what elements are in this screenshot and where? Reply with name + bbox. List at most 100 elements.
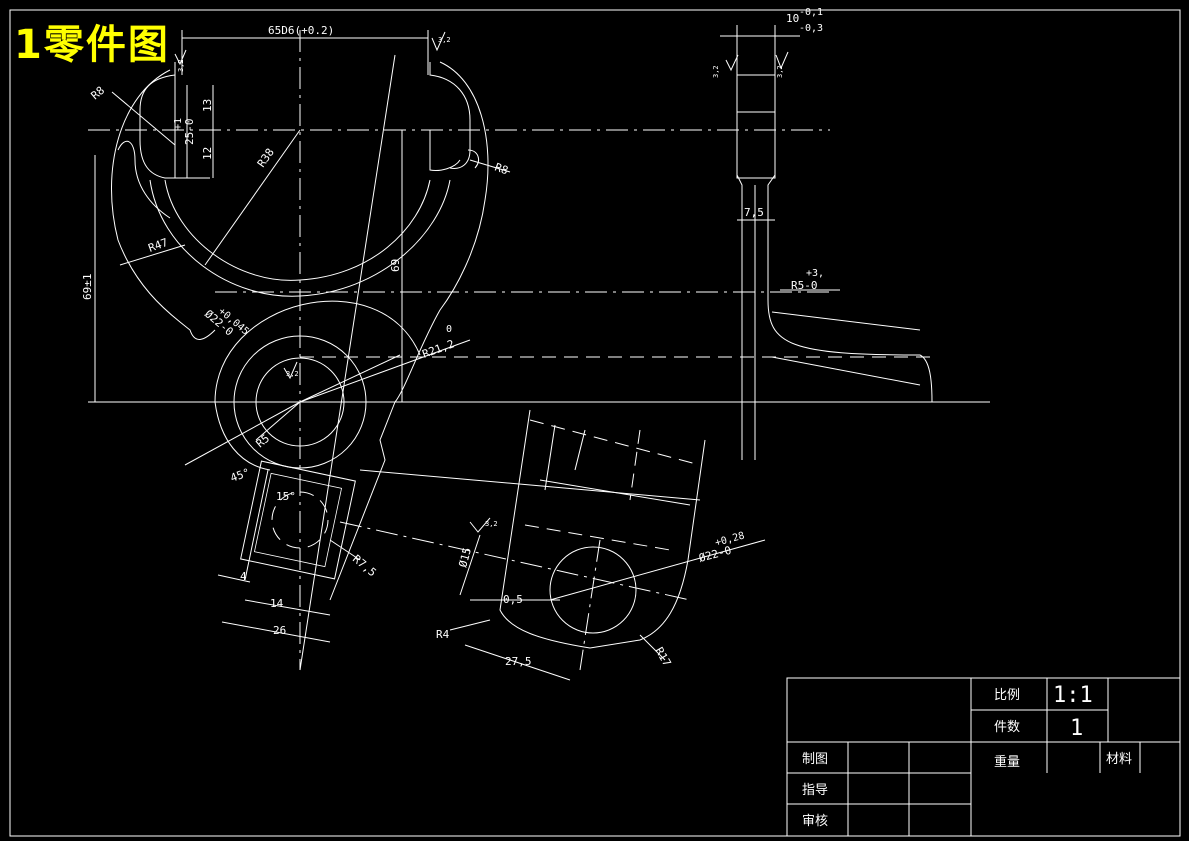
leader-r7-5 (329, 539, 361, 561)
dim-4 (217, 574, 251, 583)
dim-text-15deg: 15° (276, 490, 296, 503)
dim-text-45: 45° (229, 466, 252, 485)
dim-text-69-mid: 69 (389, 259, 402, 272)
fork-prong-right (429, 62, 471, 169)
section-outline (499, 409, 706, 649)
material-label: 材料 (1106, 752, 1132, 767)
leader-bore22b (549, 539, 766, 601)
line-to-bore (299, 354, 401, 403)
dim-26 (221, 621, 331, 643)
roughness-symbol-e (469, 517, 491, 533)
fork-r8 (467, 149, 479, 169)
rough-text-a: 3,2 (438, 36, 451, 44)
dim-text-69-left: 69±1 (81, 274, 94, 301)
side-taper (771, 311, 921, 331)
leader-r8-left (111, 91, 176, 146)
finger-slot (240, 460, 356, 580)
section-slash-1 (544, 424, 556, 491)
section-dim-27-5 (464, 644, 571, 681)
fork-prong-right-inner (429, 130, 461, 171)
roughness-symbol-b (725, 54, 739, 72)
dim-text-r5b: R5 (254, 432, 273, 450)
section-top-line (529, 419, 701, 466)
arm-left (244, 469, 269, 581)
arm-right (329, 401, 396, 601)
section-dim-15 (459, 534, 481, 596)
count-label: 件数 (994, 720, 1020, 735)
bore-circle (255, 357, 345, 447)
section-centerline-2 (579, 539, 601, 671)
line-45 (184, 401, 301, 466)
dim-text-r8-right: R8 (493, 161, 510, 178)
scale-value: 1:1 (1053, 683, 1093, 708)
dim-text-r5: R5-0 (791, 279, 818, 292)
rough-text-f: 3,2 (177, 59, 185, 72)
roughness-symbol-a (431, 31, 446, 52)
rough-text-c: 3,2 (776, 65, 784, 78)
dim-text-r8-left: R8 (89, 84, 108, 102)
dim-text-r4: R4 (436, 628, 450, 641)
leader-r5 (255, 401, 301, 441)
section-centerline (339, 521, 691, 601)
section-slash-2 (629, 429, 641, 501)
dim-text-26: 26 (273, 624, 286, 637)
side-taper-2 (771, 356, 921, 386)
dim-text-13: 13 (201, 99, 214, 112)
dim-text-r38: R38 (255, 146, 277, 170)
leader-r4 (449, 619, 491, 631)
dim-text-tol-top: 10 (786, 12, 799, 25)
finger-hole (271, 491, 329, 549)
side-view-slot (736, 111, 776, 179)
weight-label: 重量 (994, 754, 1020, 770)
dim-text-top-width: 65D6(+0.2) (268, 24, 334, 37)
section-line-2 (524, 524, 671, 551)
dim-text-bore22b: Ø22-0 (697, 544, 732, 565)
dim-text-25: 25-0 (183, 119, 196, 146)
section-slash-3 (574, 429, 586, 471)
drawing-title: 1零件图 (14, 22, 170, 68)
dim-text-d15: Ø15 (456, 546, 474, 569)
dim-14 (244, 599, 331, 616)
leader-r8-right (469, 159, 511, 173)
side-view-upper (737, 74, 933, 403)
count-value: 1 (1070, 716, 1083, 741)
hub-circle (233, 335, 367, 469)
fork-outer-left (111, 69, 216, 340)
diagonal-construction-2 (204, 129, 301, 266)
dim-text-14: 14 (270, 597, 284, 610)
fork-slot-arc (164, 179, 431, 281)
diagonal-construction (299, 54, 396, 671)
section-bore (549, 546, 637, 634)
dim-text-r5-tol: +3, (806, 268, 824, 279)
line-to-r21 (299, 339, 471, 403)
link-line (359, 469, 701, 501)
dim-text-tol-sup: -0,1 (799, 7, 823, 18)
rough-text-d: 3,2 (286, 370, 299, 378)
leader-r47 (119, 244, 186, 266)
finger-slot-inner (253, 472, 343, 568)
title-block (786, 677, 1181, 837)
fork-prong-left-inner (117, 140, 171, 219)
rough-text-e: 3,2 (485, 520, 498, 528)
scale-label: 比例 (994, 688, 1020, 703)
fork-slot-arc-inner (149, 179, 451, 297)
draw-label: 制图 (802, 752, 828, 767)
review-label: 审核 (802, 814, 828, 829)
dim-text-plus1: +1 (173, 118, 184, 130)
hub-lower-arc (214, 401, 271, 471)
leader-r17 (639, 634, 666, 661)
hub-outer-arc (214, 300, 421, 403)
dim-text-r17: R17 (652, 645, 673, 669)
drawing-frame (9, 9, 1181, 837)
dim-text-0-5: 0,5 (503, 593, 523, 606)
fork-prong-left (139, 62, 210, 179)
roughness-symbol-f (174, 49, 187, 66)
guide-label: 指导 (802, 783, 828, 798)
roughness-symbol-c (775, 51, 789, 70)
dim-text-27-5: 27,5 (505, 655, 532, 668)
dim-text-tol-sub: -0,3 (799, 23, 823, 34)
dim-text-r47: R47 (147, 236, 170, 255)
dim-text-7-5: 7,5 (744, 206, 764, 219)
dim-text-r21-tol: 0 (446, 324, 452, 335)
